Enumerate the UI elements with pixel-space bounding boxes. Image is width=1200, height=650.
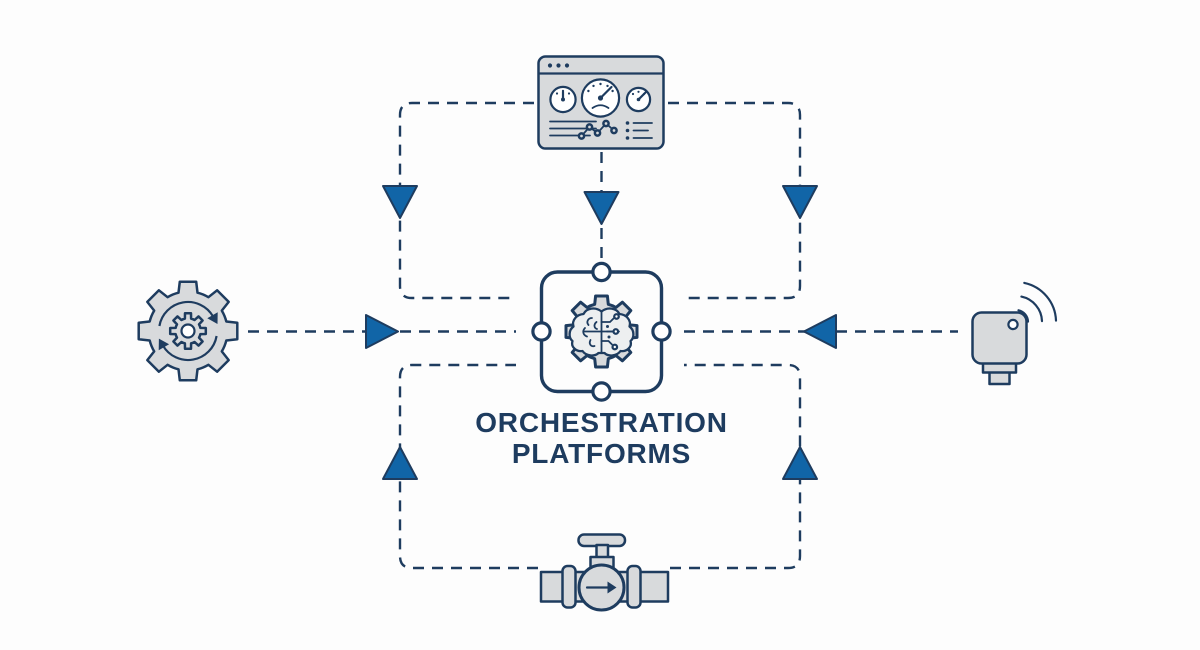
arrow-up-left-icon [382, 446, 418, 480]
arrow-down-left-icon [382, 185, 418, 219]
connector-valve-right-branch [670, 363, 802, 570]
arrow-right-icon [365, 314, 399, 349]
arrow-up-right-icon [782, 446, 818, 480]
hub-port-bottom [591, 381, 612, 402]
iot-sensor-icon [971, 281, 1058, 386]
hub-label-line2: PLATFORMS [511, 438, 692, 469]
hub-port-right [651, 321, 672, 342]
connector-dashboard-right-branch [668, 101, 802, 300]
hub-label: ORCHESTRATION PLATFORMS [401, 407, 802, 469]
hub-port-left [531, 321, 552, 342]
hub-label-line1: ORCHESTRATION [475, 407, 728, 438]
pipeline-valve-icon [539, 533, 670, 612]
brain-circuit-icon [568, 307, 635, 357]
connector-dashboard-left-branch [398, 101, 534, 300]
gear-sync-icon [137, 280, 239, 382]
arrow-down-right-icon [782, 185, 818, 219]
flow-direction-arrow-icon [585, 581, 617, 594]
arrow-down-center-icon [583, 191, 620, 225]
dashboard-gauges-icon [537, 55, 665, 150]
hub-port-top [591, 261, 612, 283]
wireless-signal-icon [1017, 281, 1058, 323]
arrow-left-icon [803, 314, 837, 349]
orchestration-hub-icon [531, 261, 672, 402]
